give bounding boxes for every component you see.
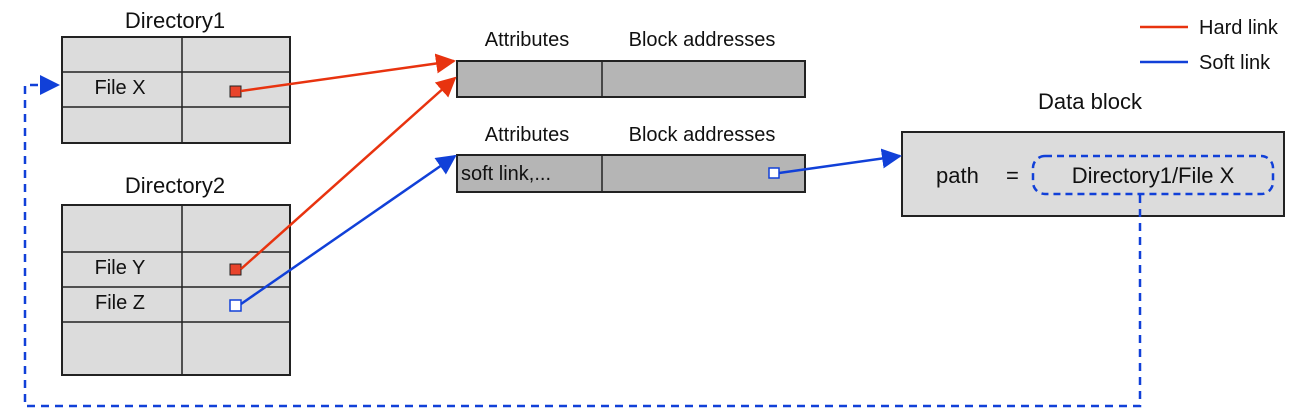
soft-link-resolution-path bbox=[23, 75, 1142, 408]
hard-link-arrow-file-y bbox=[240, 76, 457, 270]
inode-x-attributes-header: Attributes bbox=[485, 29, 569, 51]
directory2-table bbox=[61, 204, 291, 376]
file-y-hard-link-marker bbox=[229, 263, 242, 276]
directory2-entry-file-y: File Y bbox=[95, 257, 146, 279]
legend-hard-link-label: Hard link bbox=[1199, 17, 1279, 39]
directory1-title: Directory1 bbox=[125, 8, 225, 33]
inode-x-blocks-header: Block addresses bbox=[629, 29, 776, 51]
data-block-key: path bbox=[936, 163, 979, 188]
inode-z-attributes-value: soft link,... bbox=[461, 163, 551, 185]
soft-link-arrow-to-data-block bbox=[778, 148, 902, 175]
directory2-title: Directory2 bbox=[125, 173, 225, 198]
inode-x bbox=[456, 60, 806, 98]
data-block-value: Directory1/File X bbox=[1072, 163, 1235, 188]
directory1-entry-file-x: File X bbox=[94, 77, 145, 99]
data-block-equals: = bbox=[1006, 163, 1019, 188]
soft-link-arrow-file-z bbox=[240, 154, 457, 306]
inode-z bbox=[456, 154, 806, 193]
inode-z-block-address-marker bbox=[768, 167, 780, 179]
file-z-soft-link-marker bbox=[229, 299, 242, 312]
path-value-highlight bbox=[1031, 154, 1275, 196]
inode-z-attributes-header: Attributes bbox=[485, 124, 569, 146]
data-block-title: Data block bbox=[1038, 89, 1143, 114]
directory2-entry-file-z: File Z bbox=[95, 292, 145, 314]
legend: Hard link Soft link bbox=[1140, 17, 1279, 74]
legend-soft-link-label: Soft link bbox=[1199, 52, 1271, 74]
file-x-hard-link-marker bbox=[229, 85, 242, 98]
inode-z-blocks-header: Block addresses bbox=[629, 124, 776, 146]
data-block bbox=[901, 131, 1285, 217]
hard-link-arrow-file-x bbox=[240, 53, 456, 93]
